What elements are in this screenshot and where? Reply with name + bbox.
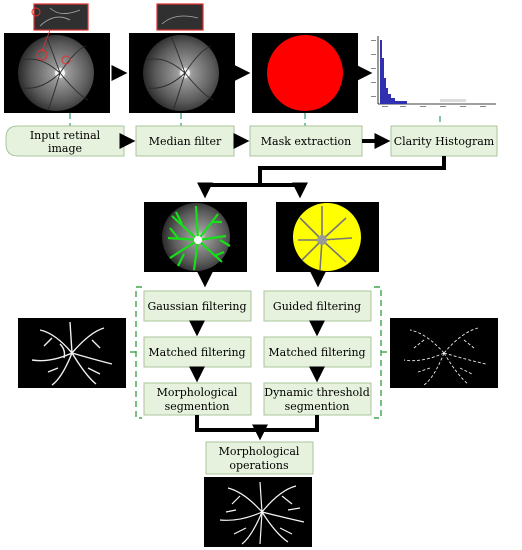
histogram-image xyxy=(371,30,500,116)
branch-internal-arrows xyxy=(189,320,325,383)
merge-arrows xyxy=(195,415,319,441)
vessel-map-right xyxy=(390,318,498,388)
branch-down-arrows-1 xyxy=(197,271,326,288)
morph-seg-box: Morphological segmention xyxy=(143,382,252,416)
dyn-seg-label-2: segmention xyxy=(285,400,350,413)
mask-box: Mask extraction xyxy=(249,125,363,157)
vessel-map-left xyxy=(18,318,126,388)
input-label-2: image xyxy=(48,142,82,155)
morph-ops-label-2: operations xyxy=(229,459,289,472)
median-label: Median filter xyxy=(149,135,222,148)
matched-right-box: Matched filtering xyxy=(263,336,372,368)
gaussian-label: Gaussian filtering xyxy=(147,300,246,313)
guided-box: Guided filtering xyxy=(263,290,372,322)
yellow-overlay-image xyxy=(276,202,379,272)
dyn-seg-label-1: Dynamic threshold xyxy=(264,386,369,399)
input-box: Input retinal image xyxy=(5,125,125,157)
matched-right-label: Matched filtering xyxy=(268,346,365,359)
gaussian-box: Gaussian filtering xyxy=(143,290,252,322)
morph-ops-label-1: Morphological xyxy=(219,445,300,458)
matched-left-label: Matched filtering xyxy=(148,346,245,359)
histogram-box: Clarity Histogram xyxy=(390,125,498,157)
dashed-connectors xyxy=(69,113,441,126)
input-label-1: Input retinal xyxy=(30,129,101,142)
morph-seg-label-2: segmention xyxy=(165,400,230,413)
dyn-seg-box: Dynamic threshold segmention xyxy=(263,382,372,416)
matched-left-box: Matched filtering xyxy=(143,336,252,368)
mask-image xyxy=(252,33,358,113)
mask-label: Mask extraction xyxy=(261,135,351,148)
branch-brackets xyxy=(128,286,388,419)
morph-seg-label-1: Morphological xyxy=(157,386,238,399)
morph-ops-box: Morphological operations xyxy=(205,441,314,475)
median-box: Median filter xyxy=(135,125,235,157)
split-arrows xyxy=(197,156,446,199)
green-overlay-image xyxy=(144,202,247,272)
guided-label: Guided filtering xyxy=(273,300,361,313)
input-image xyxy=(4,3,110,113)
vessel-map-final xyxy=(204,477,312,547)
median-image xyxy=(129,3,235,113)
histogram-label: Clarity Histogram xyxy=(394,135,495,148)
